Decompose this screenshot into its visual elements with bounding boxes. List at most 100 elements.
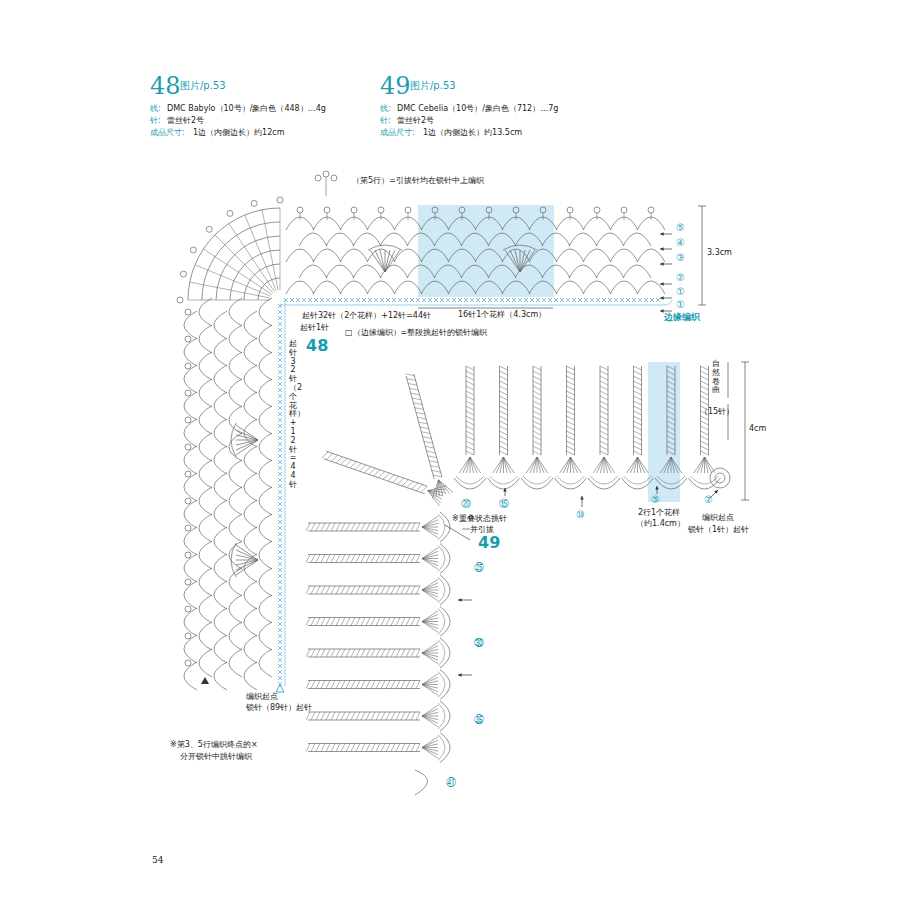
picot [185,444,191,450]
strip-hatch [351,681,355,689]
stitch-x [614,298,618,302]
stitch-x [278,310,282,314]
chain-arch [199,595,212,623]
strip-hatch [386,712,390,720]
strip-hatch [533,386,541,390]
foundation-line [662,300,672,305]
stitch-x [278,382,282,386]
stitch-x [278,490,282,494]
fan-stitch [520,250,535,272]
curl [710,468,730,488]
strip-hatch [386,681,390,689]
callout-number: ⑳ [461,498,471,510]
strip-hatch [466,436,474,440]
arrow-head [660,247,664,250]
chart-note: 起针32针（2个花样）+12针=44针 [302,311,431,321]
stitch-x [452,298,456,302]
strip-hatch [341,712,345,720]
stitch-x [644,298,648,302]
stitch-x [278,484,282,488]
chain-arch [610,249,638,262]
chain-stem [408,213,409,220]
fan-stitch [236,440,258,450]
corner-spoke [215,235,273,293]
strip-hatch [567,441,575,445]
chain-arch [259,622,272,650]
callout-number: 图片/p.53 [180,80,226,92]
chain-arch [244,365,257,393]
strip-hatch [391,555,395,563]
fan-stitch [515,250,520,272]
strip-hatch [466,411,474,415]
strip-hatch [336,681,340,689]
stitch-x [596,298,600,302]
stitch-x [278,340,282,344]
chart-note: DMC Babylo（10号）/象白色（448）…4g [167,104,326,114]
chart-note: 成品尺寸: [380,128,415,138]
chain-stem [300,213,301,220]
chain-arch [434,233,462,246]
strip-hatch [336,712,340,720]
chart-note: 分开锁针中跳针编织 [180,752,252,762]
picot [185,498,191,504]
strip-hatch [371,681,375,689]
corner-spoke [190,282,270,298]
strip-hatch [701,431,709,435]
strip-hatch [567,391,575,395]
chain-arch [199,649,212,677]
strip-hatch [466,431,474,435]
strip-hatch [381,712,385,720]
stitch-x [338,298,342,302]
chart-note: 锁针（1针）起针 [688,525,749,535]
stitch-x [440,298,444,302]
fan-stitch [671,457,682,473]
stitch-x [494,298,498,302]
strip-hatch [500,386,508,390]
strip-hatch [533,381,541,385]
stitch-x [278,442,282,446]
chart-note: ※第3、5行编织终点的× [170,740,258,750]
strip-hatch [376,712,380,720]
callout-number: ③ [676,252,685,264]
stitch-x [314,298,318,302]
stitch-x [548,298,552,302]
stitch-x [278,454,282,458]
picot [459,207,465,213]
dimension-tick [741,500,749,501]
strip-hatch [391,681,395,689]
fan-stitch [459,457,470,473]
strip-hatch [416,681,420,689]
stitch-x [554,298,558,302]
stitch-x [428,298,432,302]
stitch-x [578,298,582,302]
fan-stitch [422,590,438,597]
strip-hatch [331,455,337,461]
stitch-x [278,574,282,578]
fan-stitch [422,614,438,621]
strip-hatch [366,681,370,689]
chart-note: （15针） [700,407,734,417]
chain-stem [381,213,382,220]
chain-arch [286,281,314,294]
strip-hatch [396,618,400,626]
stitch-x [278,376,282,380]
fan-stitch [496,457,503,473]
strip-edge [675,366,676,455]
stitch-x [458,298,462,302]
chain-arch [610,281,638,294]
strip-hatch [311,618,315,626]
strip-hatch [533,401,541,405]
strip-hatch [326,649,330,657]
start-mark [201,677,209,684]
stitch-x [278,358,282,362]
strip-hatch [417,417,426,419]
chain-arch [184,446,197,474]
strip-hatch [376,555,380,563]
dimension-line [702,206,703,305]
picot [185,417,191,423]
strip-hatch [321,712,325,720]
stitch-x [284,298,288,302]
chain-arch [229,595,242,623]
strip-hatch [533,426,541,430]
chain-arch [596,265,624,278]
